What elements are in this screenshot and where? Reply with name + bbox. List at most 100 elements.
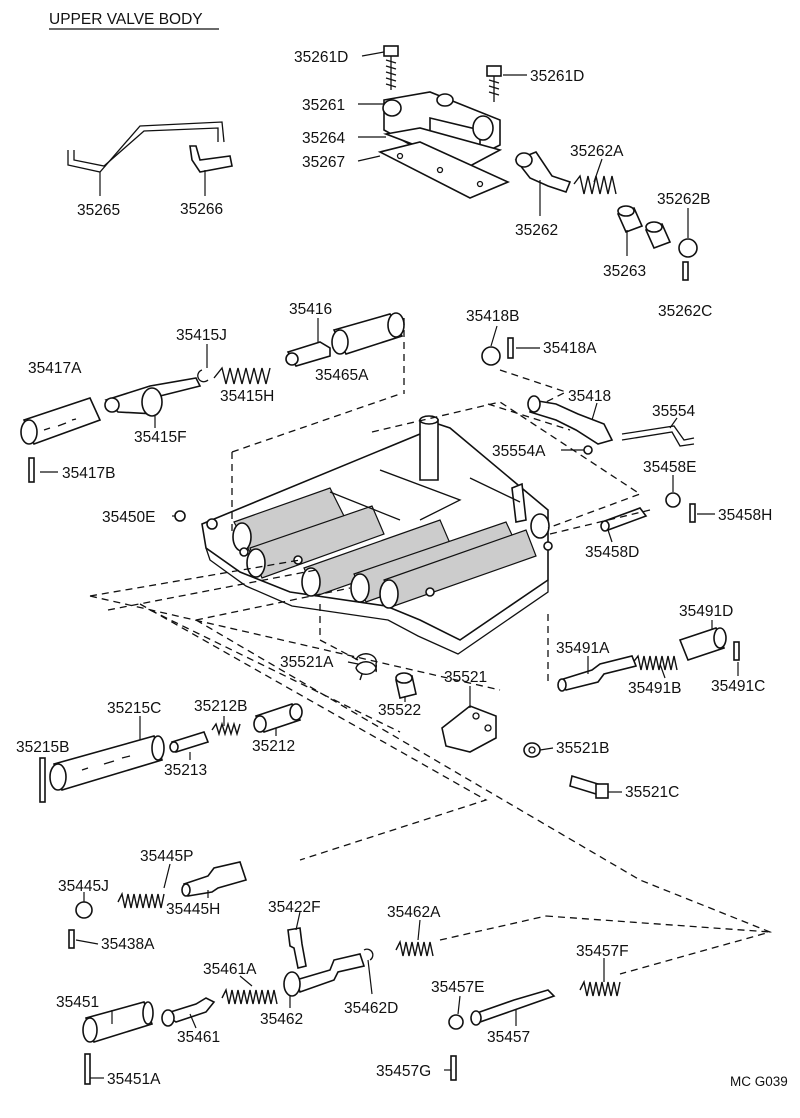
plug-35212 [253,703,303,733]
pin-35451A [84,1053,91,1085]
label-35491C: 35491C [711,678,765,695]
label-35457E: 35457E [431,979,484,996]
label-35554A: 35554A [492,443,546,460]
label-35418B: 35418B [466,308,519,325]
label-35266: 35266 [180,201,223,218]
label-35438A: 35438A [101,936,155,953]
label-35445P: 35445P [140,848,193,865]
label-35521C: 35521C [625,784,679,801]
plug-35457E [448,1014,464,1030]
valve-35213 [169,731,210,753]
sleeve-35465A [331,312,405,355]
label-35262: 35262 [515,222,558,239]
bracket-35266 [189,145,233,173]
label-35457G: 35457G [376,1063,431,1080]
valve-35415F [104,377,202,417]
label-35458D: 35458D [585,544,639,561]
label-35450E: 35450E [102,509,155,526]
rod-35554 [621,425,695,447]
valve-35262 [514,151,572,193]
label-35262B: 35262B [657,191,710,208]
label-35521: 35521 [444,669,487,686]
label-35462D: 35462D [344,1000,398,1017]
spring-35212B [211,721,241,737]
check-ball-35450E [174,510,186,522]
sleeve-35263 [616,205,672,250]
label-35261: 35261 [302,97,345,114]
label-35262A: 35262A [570,143,624,160]
plug-35262B [678,238,698,258]
label-35445J: 35445J [58,878,109,895]
label-35445H: 35445H [166,901,220,918]
label-35418: 35418 [568,388,611,405]
accumulator-35521 [441,705,497,753]
valve-35457 [470,989,556,1026]
label-35462A: 35462A [387,904,441,921]
label-35451A: 35451A [107,1071,161,1088]
label-35462: 35462 [260,1011,303,1028]
diagram-title: UPPER VALVE BODY [49,11,203,28]
ball-35554A [583,445,593,455]
valve-35418 [527,395,614,445]
bolt-35521C [569,774,609,799]
label-35491A: 35491A [556,640,610,657]
label-35418A: 35418A [543,340,597,357]
valve-35491A [557,655,638,692]
wire-35265 [67,121,225,173]
part-labels: 35261D 35261D 35261 35264 35267 35262A 3… [16,49,772,1088]
pin-35457G [450,1055,457,1081]
label-35263: 35263 [603,263,646,280]
figure-code: MC G039 [730,1074,788,1089]
washer-35521B [523,742,541,758]
label-35461: 35461 [177,1029,220,1046]
valve-35445H [181,861,248,897]
label-35417B: 35417B [62,465,115,482]
label-35465A: 35465A [315,367,369,384]
clip-35422F [287,927,307,969]
spring-35521A [355,653,378,681]
plug-35418B [481,346,501,366]
plug-35445J [75,901,93,919]
label-35457F: 35457F [576,943,629,960]
label-35267: 35267 [302,154,345,171]
plunger-35522 [395,672,417,699]
label-35264: 35264 [302,130,345,147]
bolt-35261D-right [486,65,502,102]
label-35458H: 35458H [718,507,772,524]
assembly-lines [89,318,773,975]
spring-35457F [579,979,621,997]
label-35261D-b: 35261D [530,68,584,85]
label-35212B: 35212B [194,698,247,715]
label-35213: 35213 [164,762,207,779]
label-35521A: 35521A [280,654,334,671]
valve-35461-body [161,997,216,1027]
label-35215C: 35215C [107,700,161,717]
valve-35461A [283,953,366,997]
label-35212: 35212 [252,738,295,755]
pin-35417B [28,457,35,483]
label-35415F: 35415F [134,429,187,446]
pin-35418A [507,337,514,359]
pin-35438A [68,929,75,949]
clip-35462D [363,948,374,961]
label-35461A: 35461A [203,961,257,978]
upper-valve-body [201,415,553,655]
pin-35262C [682,261,689,281]
clip-35415J [197,369,209,383]
label-35265: 35265 [77,202,120,219]
label-35491B: 35491B [628,680,681,697]
pin-35215B [39,757,46,803]
label-35416: 35416 [289,301,332,318]
label-35522: 35522 [378,702,421,719]
label-35415H: 35415H [220,388,274,405]
label-35457: 35457 [487,1029,530,1046]
leader-lines [40,51,739,1079]
bolt-35261D-left [383,45,399,90]
label-35262C: 35262C [658,303,712,320]
valve-35458D [600,507,648,532]
label-35458E: 35458E [643,459,696,476]
spring-35415H [213,366,271,385]
label-35415J: 35415J [176,327,227,344]
spring-35491B [631,654,678,671]
